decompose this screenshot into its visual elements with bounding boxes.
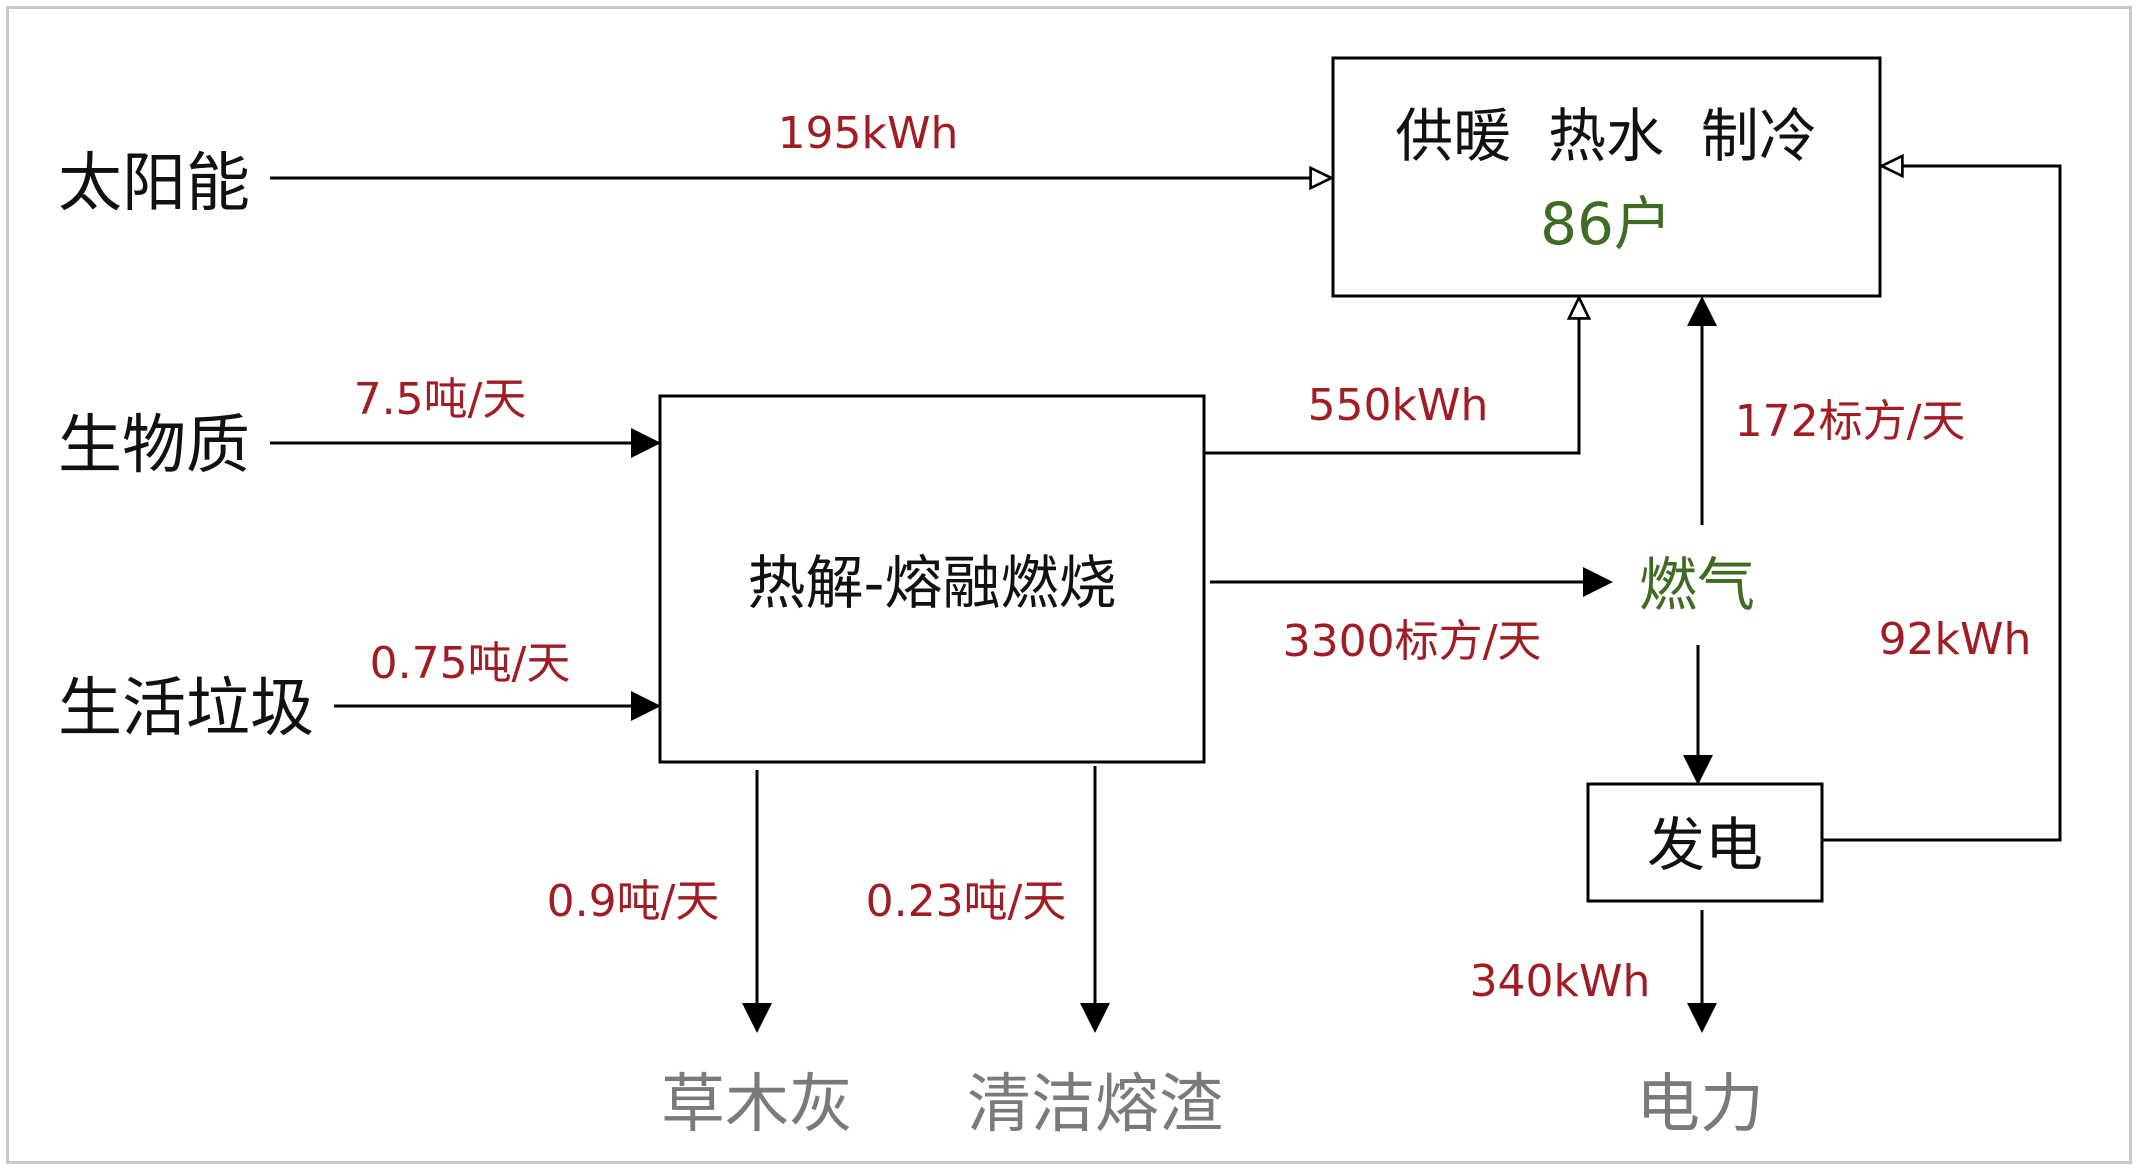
flow-pyrolysis-to-heating: 550kWh	[1308, 380, 1489, 431]
diagram-frame	[6, 6, 2132, 1164]
flow-gas-to-heating: 172标方/天	[1735, 396, 1966, 447]
output-ash: 草木灰	[661, 1068, 853, 1142]
heating-title: 供暖 热水 制冷	[1395, 102, 1817, 170]
flow-biomass-in: 7.5吨/天	[354, 374, 527, 425]
input-solar: 太阳能	[58, 147, 250, 221]
power-gen-box	[1586, 782, 1824, 903]
input-garbage: 生活垃圾	[58, 672, 314, 746]
pyrolysis-to-heating-arrow	[1204, 298, 1579, 455]
flow-garbage-in: 0.75吨/天	[370, 638, 571, 689]
pyrolysis-box	[658, 394, 1206, 764]
flow-ash-out: 0.9吨/天	[547, 876, 720, 927]
power-to-heating-arrow	[1822, 166, 2062, 842]
input-biomass: 生物质	[58, 409, 250, 483]
flow-electricity-out: 340kWh	[1470, 956, 1651, 1007]
heating-households: 86户	[1540, 190, 1672, 258]
heating-box	[1331, 56, 1882, 298]
flow-solar-to-heating: 195kWh	[778, 108, 959, 159]
output-slag: 清洁熔渣	[967, 1068, 1223, 1142]
flow-power-to-heating: 92kWh	[1879, 614, 2032, 665]
gas-hub-label: 燃气	[1639, 551, 1755, 619]
flow-slag-out: 0.23吨/天	[866, 876, 1067, 927]
flow-pyrolysis-to-gas: 3300标方/天	[1283, 616, 1542, 667]
pyrolysis-label: 热解-熔融燃烧	[748, 549, 1117, 617]
power-gen-label: 发电	[1647, 811, 1763, 879]
output-electricity: 电力	[1636, 1068, 1764, 1142]
